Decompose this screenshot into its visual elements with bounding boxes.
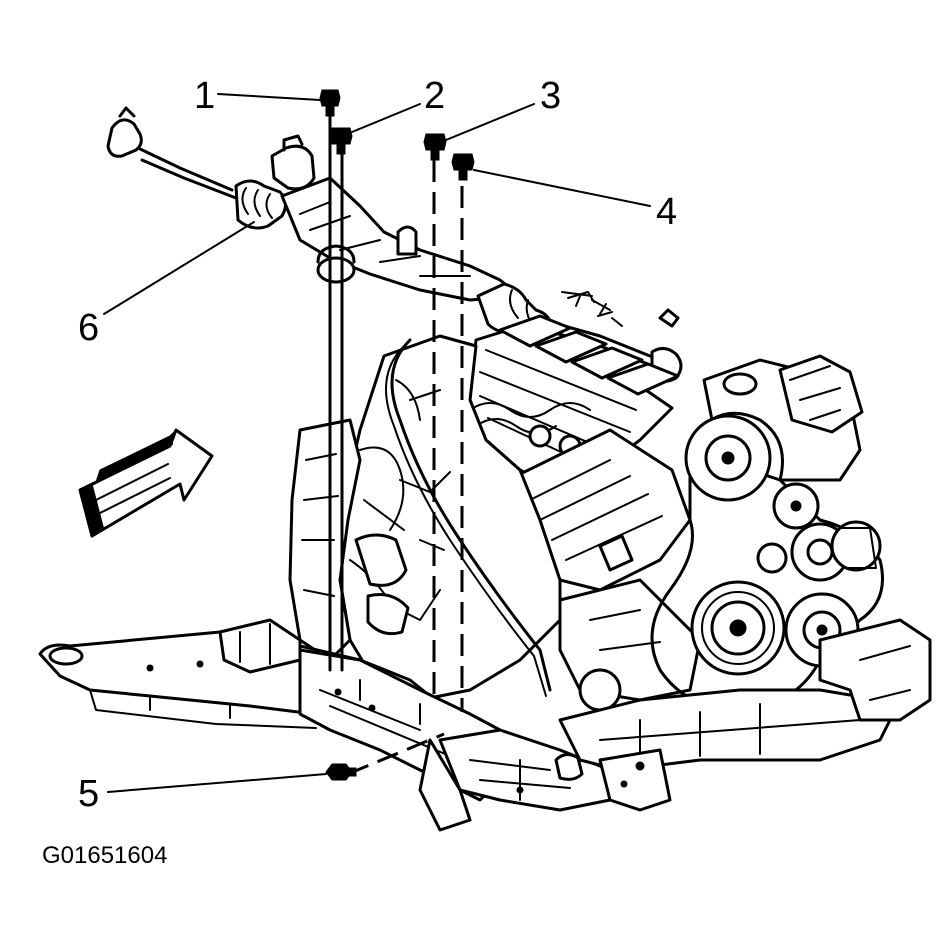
engine-cradle — [38, 618, 932, 832]
bolt-2 — [329, 127, 353, 155]
callout-6: 6 — [78, 307, 99, 349]
bolt-alignment-lines — [328, 110, 464, 776]
callout-1: 1 — [194, 75, 215, 117]
engine-assembly — [288, 314, 702, 712]
bolt-4 — [451, 153, 475, 181]
figure-id: G01651604 — [42, 842, 168, 869]
callout-5: 5 — [78, 773, 99, 815]
bolt-3 — [423, 133, 447, 161]
callout-2: 2 — [424, 75, 445, 117]
callout-3: 3 — [540, 75, 561, 117]
bolt-5 — [325, 763, 357, 781]
callout-4: 4 — [656, 191, 677, 233]
front-direction-arrow-icon — [78, 428, 214, 538]
leader-lines — [103, 93, 651, 793]
accessory-drive — [650, 354, 884, 712]
bolt-1 — [319, 89, 341, 117]
